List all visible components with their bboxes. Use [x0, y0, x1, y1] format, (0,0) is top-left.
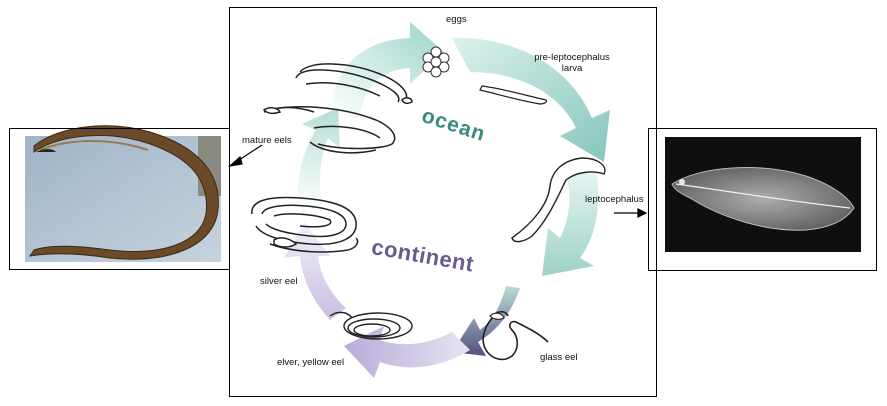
eggs-illustration	[422, 46, 450, 78]
arrow-to-elver	[344, 326, 470, 378]
pre-larva-illustration	[479, 85, 548, 105]
mature-eel-photo	[25, 125, 221, 262]
arrow-to-pre-larva	[452, 37, 610, 163]
left-photo-frame	[9, 128, 230, 270]
leptocephalus-label: leptocephalus	[585, 194, 644, 205]
leptocephalus-photo	[665, 137, 861, 252]
arrow-to-leptocephalus	[542, 170, 599, 276]
arrow-to-glass-eel	[452, 286, 520, 356]
eggs-label: eggs	[446, 14, 467, 25]
glass-eel-label: glass eel	[540, 352, 578, 363]
mature-eels-label: mature eels	[242, 135, 292, 146]
arrow-to-eggs	[331, 22, 444, 118]
silver-eel-label: silver eel	[260, 276, 298, 287]
arrow-to-silver-eel	[284, 222, 346, 320]
pre-leptocephalus-line1: pre-leptocephalus	[534, 52, 610, 63]
connector-arrows	[228, 144, 648, 218]
elver-illustration	[329, 311, 413, 340]
pre-leptocephalus-line2: larva	[561, 63, 583, 74]
silver-eel-illustration	[251, 196, 359, 253]
mature-eels-illustration	[262, 63, 413, 154]
right-photo-frame	[648, 128, 877, 271]
pre-leptocephalus-label: pre-leptocephalus larva	[532, 52, 612, 74]
leptocephalus-illustration	[511, 157, 606, 243]
elver-label: elver, yellow eel	[277, 357, 345, 368]
arrow-silver-to-mature	[297, 108, 340, 210]
